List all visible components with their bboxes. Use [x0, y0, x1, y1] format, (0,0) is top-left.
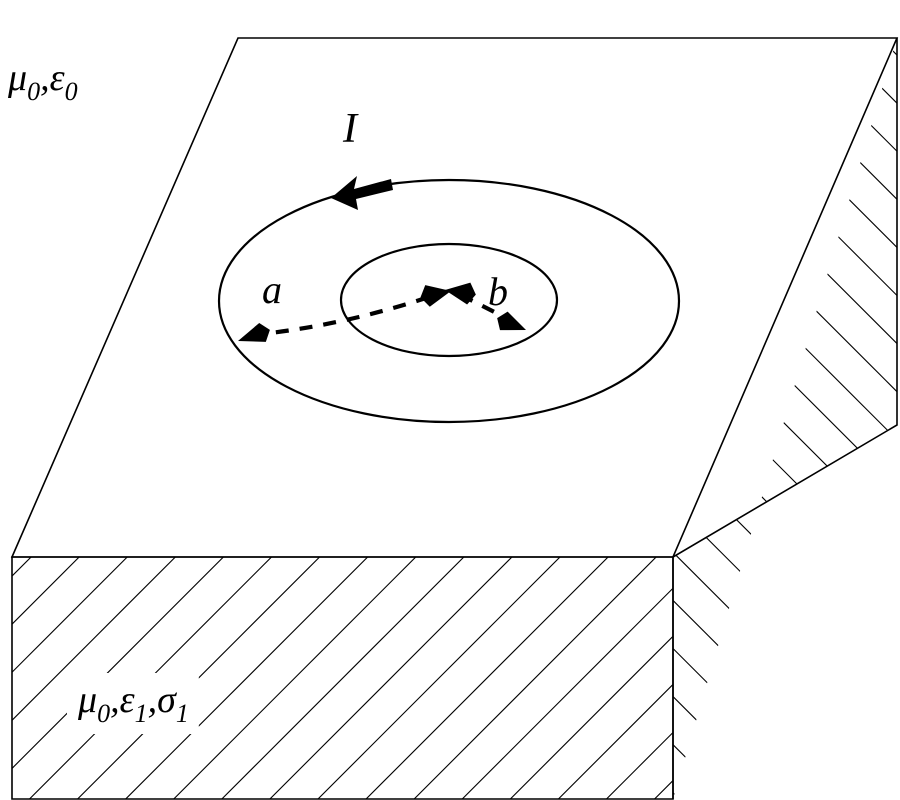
hatch-stroke: [673, 432, 897, 694]
ground-wedge-group: [650, 0, 900, 799]
hatch-stroke: [673, 480, 897, 742]
lower-medium-label-group: μ0,ε1,σ1: [67, 673, 199, 734]
hatch-stroke: [12, 557, 673, 799]
hatch-stroke: [673, 288, 897, 550]
hatch-stroke: [673, 528, 897, 790]
hatch-stroke: [673, 144, 897, 406]
lower-medium-label-halo: [67, 673, 199, 734]
upper-medium-label: μ0,ε0: [7, 57, 78, 106]
hatch-stroke: [673, 48, 897, 309]
arrowhead-b-center: [445, 282, 476, 305]
hatch-stroke: [12, 557, 673, 799]
arrowhead-a-outer: [238, 322, 270, 342]
dimension-lines: [238, 282, 526, 342]
hatch-stroke: [0, 0, 700, 540]
hatch-stroke: [673, 336, 897, 598]
current-label: I: [342, 106, 359, 152]
hatch-stroke: [12, 557, 673, 733]
ground-wedge-hatching: [650, 0, 900, 799]
hatch-stroke: [673, 192, 897, 454]
radius-b-label: b: [488, 269, 508, 314]
hatch-stroke: [673, 721, 897, 799]
hatch-stroke: [673, 38, 897, 117]
hatch-stroke: [673, 577, 897, 799]
ground-wedge-edges: [672, 38, 898, 799]
hatch-stroke: [673, 38, 897, 165]
hatch-stroke: [12, 557, 673, 799]
hatch-stroke: [673, 673, 897, 799]
hatch-stroke: [12, 557, 673, 799]
hatch-stroke: [673, 384, 897, 646]
hatch-stroke: [650, 0, 900, 20]
lower-medium-label: μ0,ε1,σ1: [77, 679, 189, 728]
hatch-stroke: [12, 557, 673, 799]
hatch-stroke: [673, 38, 897, 213]
hatch-stroke: [673, 96, 897, 357]
hatch-stroke: [12, 557, 673, 799]
hatch-stroke: [12, 608, 673, 799]
hatch-stroke: [12, 753, 673, 799]
arrowhead-a-center: [420, 285, 451, 307]
arrowhead-b-outer: [497, 311, 526, 331]
inner-loop-ellipse: [339, 242, 559, 358]
hatch-stroke: [12, 557, 673, 685]
hatch-stroke: [673, 38, 897, 261]
hatch-stroke: [12, 557, 673, 799]
hatch-stroke: [12, 560, 673, 799]
hatch-stroke: [12, 557, 673, 589]
outer-loop-ellipse: [217, 178, 681, 424]
hatch-stroke: [12, 657, 673, 799]
hatch-stroke: [12, 557, 673, 781]
interface-plane-outline: [10, 37, 899, 558]
current-direction-arrow: [331, 176, 393, 210]
radius-a-label: a: [262, 267, 282, 312]
hatch-stroke: [673, 769, 897, 799]
hatch-stroke: [673, 625, 897, 799]
hatch-stroke: [673, 38, 897, 69]
hatch-stroke: [12, 557, 673, 799]
